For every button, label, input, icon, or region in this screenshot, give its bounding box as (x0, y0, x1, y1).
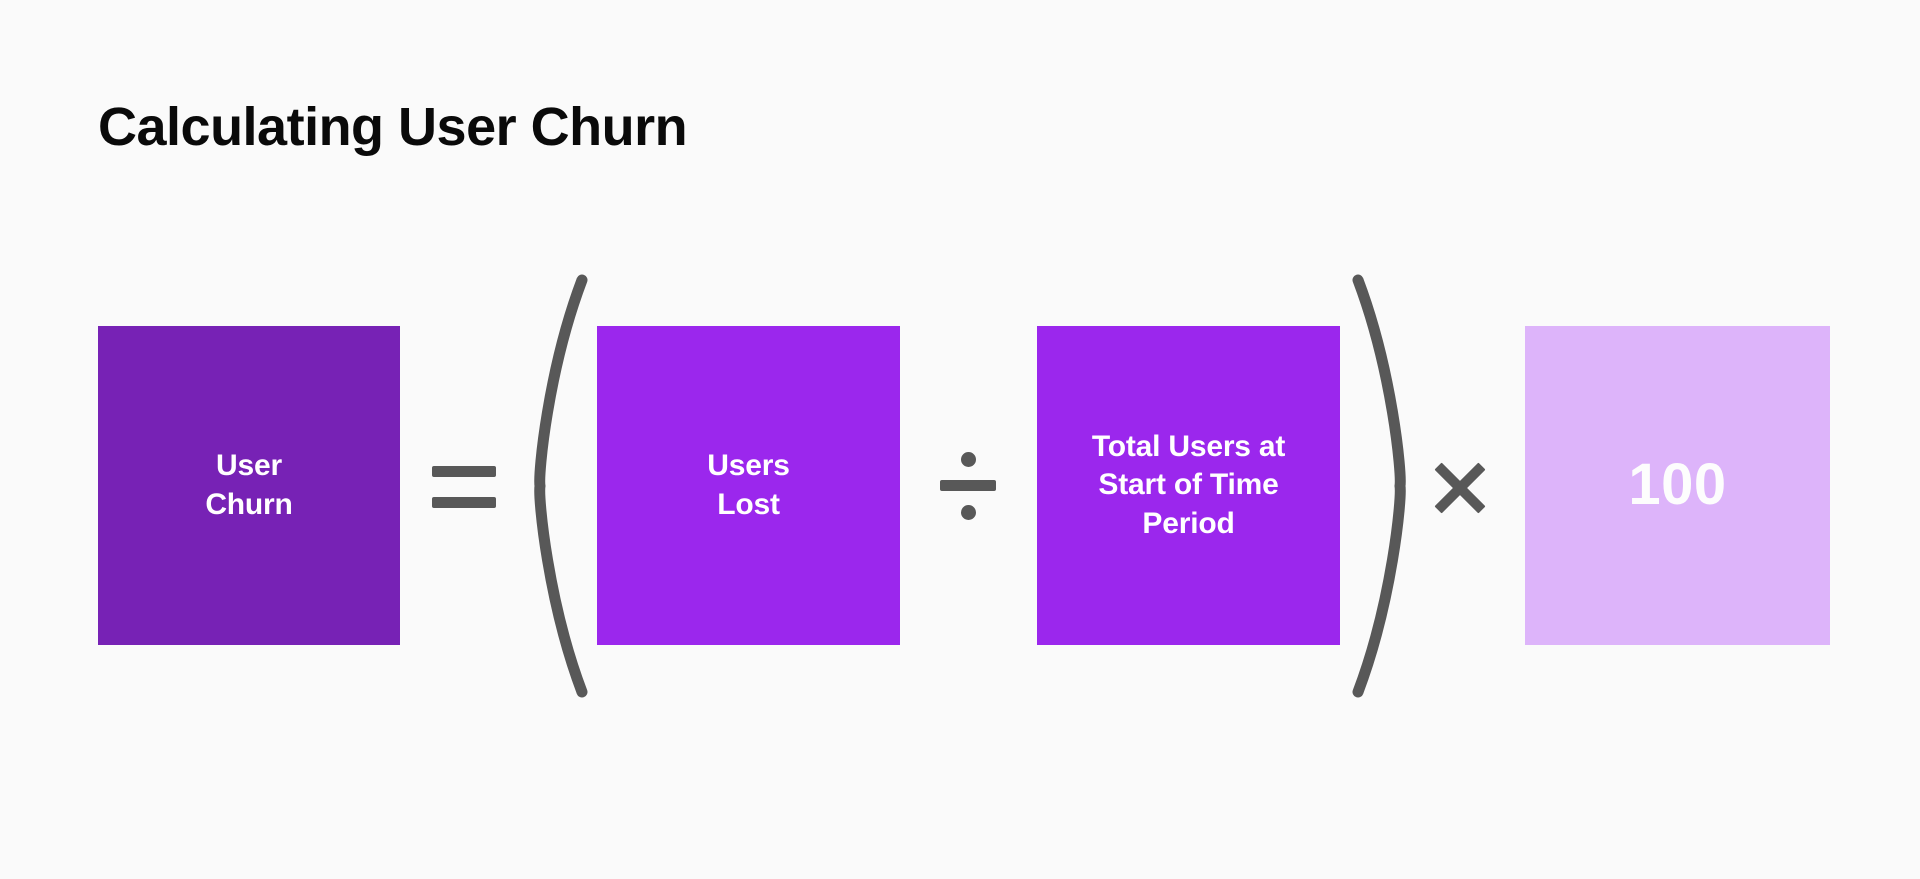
formula-box-hundred-label: 100 (1628, 452, 1727, 518)
formula-box-hundred: 100 (1525, 326, 1830, 645)
open-paren-icon (530, 274, 592, 698)
formula-box-user-churn-label: User Churn (189, 447, 308, 524)
divide-dot-top (961, 452, 976, 467)
multiply-icon (1434, 462, 1486, 514)
formula-box-user-churn: User Churn (98, 326, 400, 645)
equals-bar-bottom (432, 497, 496, 508)
formula-box-users-lost-label: Users Lost (691, 447, 805, 524)
formula-box-total-users-label: Total Users at Start of Time Period (1076, 428, 1301, 543)
close-paren-icon (1348, 274, 1410, 698)
formula-box-total-users: Total Users at Start of Time Period (1037, 326, 1340, 645)
divide-dot-bottom (961, 505, 976, 520)
churn-formula: User Churn Users Lost Total Users at Sta… (0, 274, 1920, 698)
total-users-line-3: Period (1142, 506, 1235, 540)
page-title: Calculating User Churn (98, 97, 688, 158)
divide-bar (940, 480, 996, 491)
total-users-line-1: Total Users at (1091, 429, 1286, 463)
user-churn-line-1: User (216, 449, 282, 483)
equals-icon (432, 466, 496, 508)
divide-icon (940, 452, 996, 520)
equals-bar-top (432, 466, 496, 477)
users-lost-line-2: Lost (717, 487, 780, 521)
formula-box-users-lost: Users Lost (597, 326, 900, 645)
total-users-line-2: Start of Time (1098, 468, 1279, 502)
users-lost-line-1: Users (707, 449, 790, 483)
user-churn-line-2: Churn (205, 487, 293, 521)
